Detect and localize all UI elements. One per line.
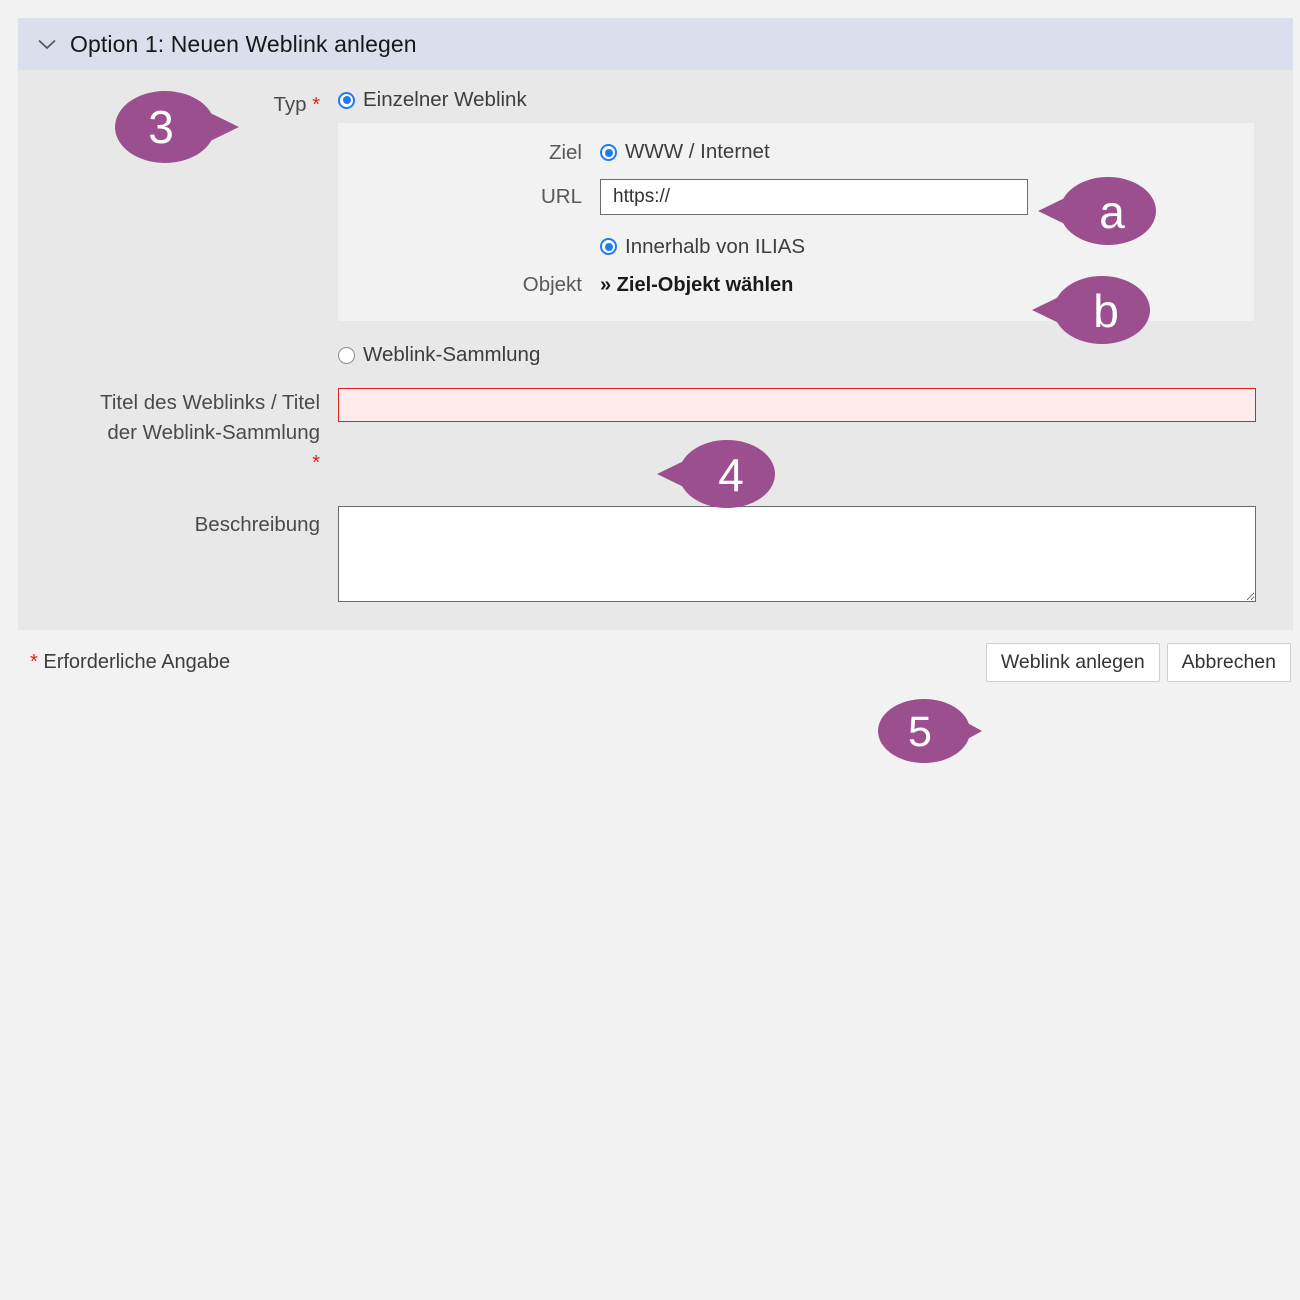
weblink-form-panel: Option 1: Neuen Weblink anlegen Typ * Ei… bbox=[18, 18, 1293, 696]
radio-weblink-sammlung-indicator[interactable] bbox=[338, 346, 355, 364]
radio-innerhalb-von-ilias-label: Innerhalb von ILIAS bbox=[625, 234, 806, 258]
titel-input[interactable] bbox=[338, 387, 1256, 422]
label-objekt: Objekt bbox=[522, 273, 582, 296]
label-typ: Typ * bbox=[18, 90, 338, 120]
form-body: Typ * Einzelner Weblink Ziel WWW / Inter… bbox=[18, 70, 1293, 630]
field-row-ilias: Innerhalb von ILIAS bbox=[338, 234, 1254, 258]
radio-weblink-sammlung-label: Weblink-Sammlung bbox=[363, 343, 541, 366]
chevron-down-icon[interactable] bbox=[34, 31, 60, 57]
radio-einzelner-weblink-indicator[interactable] bbox=[338, 91, 355, 109]
url-input[interactable] bbox=[600, 178, 1028, 215]
required-asterisk-typ: * bbox=[312, 94, 320, 116]
label-titel-line2: der Weblink-Sammlung bbox=[107, 420, 320, 444]
label-beschreibung: Beschreibung bbox=[194, 512, 320, 536]
field-row-typ: Typ * Einzelner Weblink Ziel WWW / Inter… bbox=[18, 70, 1293, 366]
label-typ-text: Typ bbox=[273, 93, 307, 116]
select-target-object-link[interactable]: » Ziel-Objekt wählen bbox=[600, 273, 794, 296]
radio-www-internet[interactable]: WWW / Internet bbox=[600, 142, 770, 163]
field-row-titel: Titel des Weblinks / Titel der Weblink-S… bbox=[18, 387, 1293, 478]
panel-footer: * Erforderliche Angabe Weblink anlegen A… bbox=[18, 629, 1293, 696]
radio-innerhalb-von-ilias-indicator[interactable] bbox=[600, 238, 617, 256]
panel-header[interactable]: Option 1: Neuen Weblink anlegen bbox=[18, 18, 1293, 70]
radio-einzelner-weblink-label: Einzelner Weblink bbox=[363, 88, 527, 111]
label-titel-line1: Titel des Weblinks / Titel bbox=[100, 390, 320, 414]
beschreibung-textarea[interactable] bbox=[338, 505, 1256, 602]
field-row-ziel: Ziel WWW / Internet bbox=[338, 141, 1254, 165]
label-url: URL bbox=[540, 184, 582, 208]
radio-www-internet-label: WWW / Internet bbox=[625, 140, 770, 164]
radio-innerhalb-von-ilias[interactable]: Innerhalb von ILIAS bbox=[600, 234, 806, 258]
label-titel: Titel des Weblinks / Titel der Weblink-S… bbox=[18, 388, 338, 478]
submit-weblink-button[interactable]: Weblink anlegen bbox=[985, 643, 1160, 682]
required-note-text: Erforderliche Angabe bbox=[43, 651, 231, 673]
radio-weblink-sammlung[interactable]: Weblink-Sammlung bbox=[338, 343, 1293, 366]
required-note: * Erforderliche Angabe bbox=[30, 651, 230, 674]
radio-www-internet-indicator[interactable] bbox=[600, 144, 617, 161]
required-asterisk-titel: * bbox=[312, 451, 320, 474]
radio-einzelner-weblink[interactable]: Einzelner Weblink bbox=[338, 88, 1293, 111]
beschreibung-control bbox=[338, 505, 1293, 602]
callout-5: 5 bbox=[852, 692, 986, 770]
required-asterisk-footer: * bbox=[30, 651, 38, 673]
titel-control bbox=[338, 387, 1293, 422]
label-ziel: Ziel bbox=[548, 140, 582, 164]
typ-control: Einzelner Weblink Ziel WWW / Internet UR… bbox=[338, 88, 1293, 366]
field-row-url: URL bbox=[338, 178, 1254, 215]
field-row-beschreibung: Beschreibung bbox=[18, 505, 1293, 630]
page-title: Option 1: Neuen Weblink anlegen bbox=[70, 30, 417, 57]
ziel-subpanel: Ziel WWW / Internet URL bbox=[338, 122, 1254, 321]
callout-5-text: 5 bbox=[908, 708, 932, 756]
cancel-button[interactable]: Abbrechen bbox=[1166, 643, 1291, 682]
field-row-objekt: Objekt » Ziel-Objekt wählen bbox=[338, 273, 1254, 297]
